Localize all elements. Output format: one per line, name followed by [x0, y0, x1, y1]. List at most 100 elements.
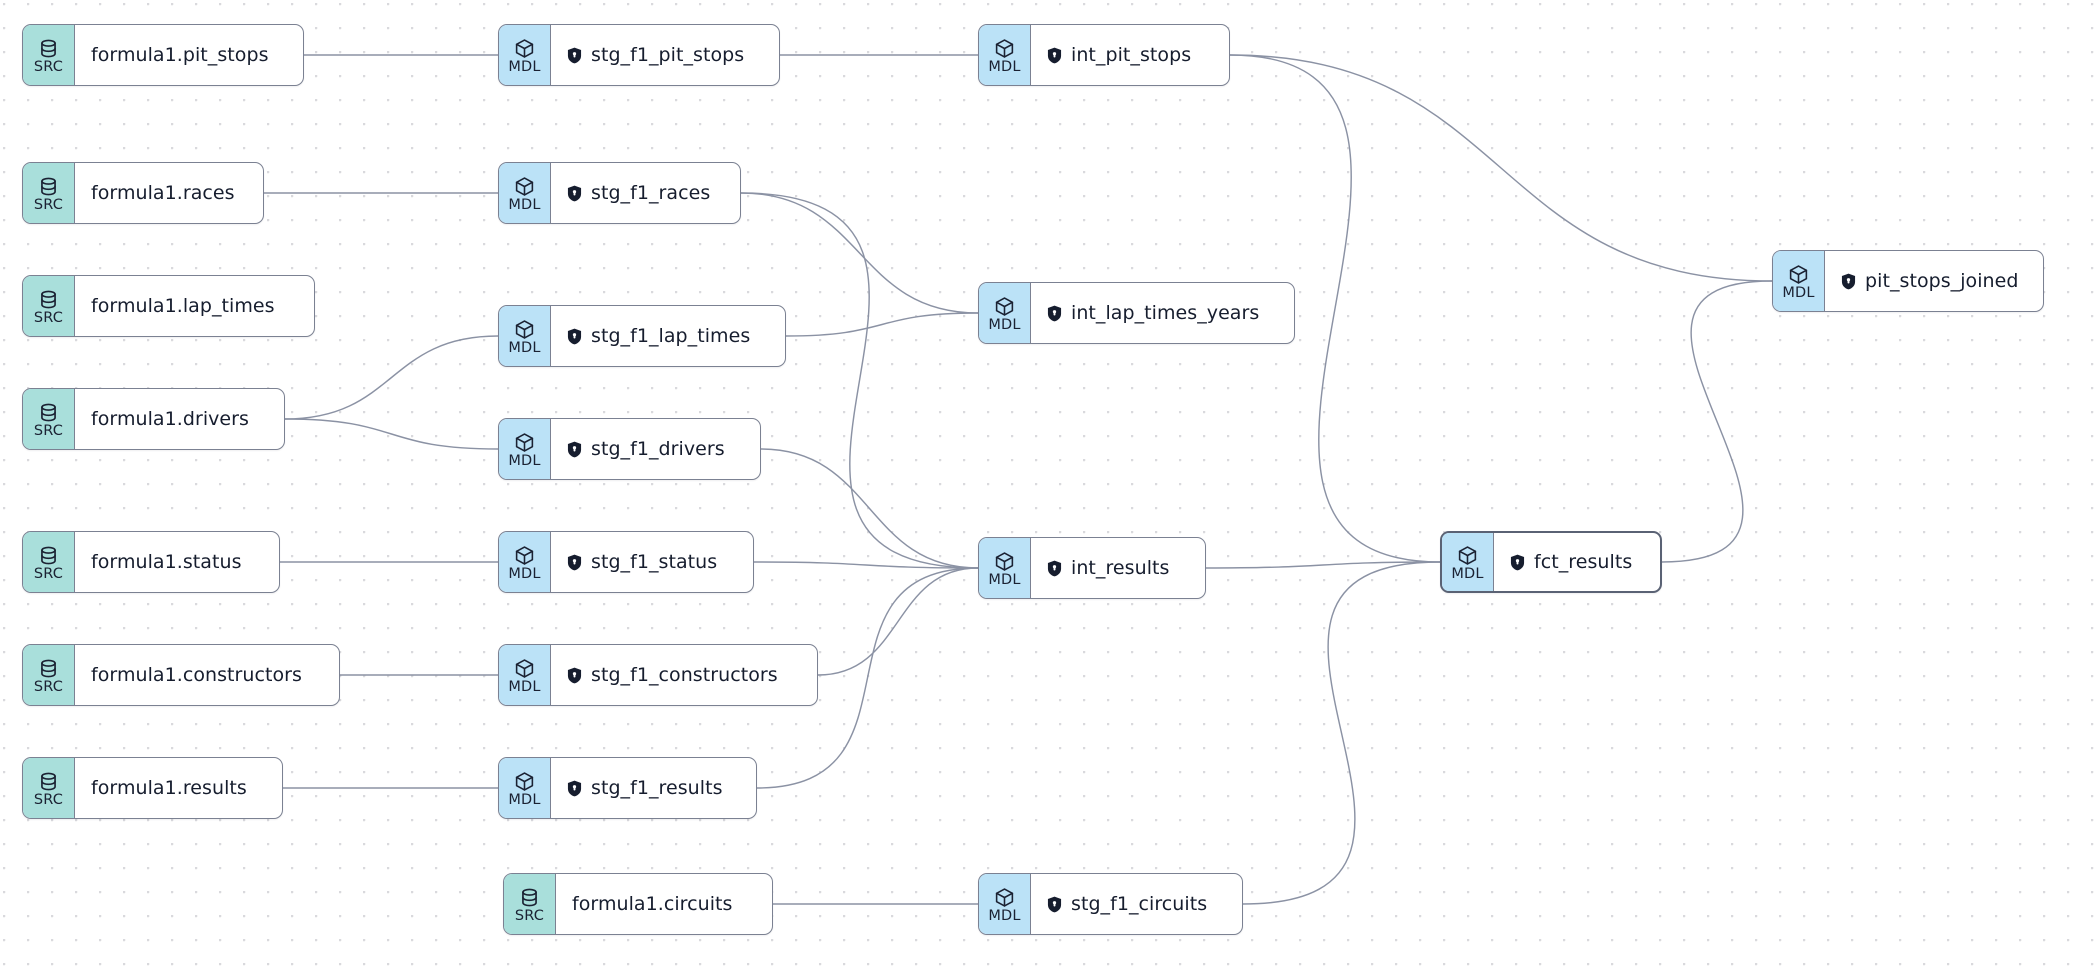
shield-icon [1047, 305, 1062, 322]
graph-node-src_lap_times[interactable]: SRC formula1.lap_times [22, 275, 315, 337]
node-label: stg_f1_status [591, 550, 718, 573]
graph-node-stg_lap_times[interactable]: MDL stg_f1_lap_times [498, 305, 786, 367]
node-label: formula1.circuits [572, 892, 733, 915]
node-body: stg_f1_pit_stops [551, 25, 779, 85]
node-body: formula1.constructors [75, 645, 339, 705]
cube-icon [514, 176, 535, 197]
cube-icon [994, 296, 1015, 317]
graph-edge-src_drivers-to-stg_lap_times[interactable] [284, 335, 499, 420]
graph-edge-stg_races-to-int_lap_times_years[interactable] [740, 192, 979, 314]
node-label: stg_f1_lap_times [591, 324, 751, 347]
cube-icon [514, 545, 535, 566]
graph-node-src_constructors[interactable]: SRC formula1.constructors [22, 644, 340, 706]
node-label: stg_f1_constructors [591, 663, 778, 686]
badge-label: SRC [33, 678, 64, 695]
graph-edge-stg_constructors-to-int_results[interactable] [817, 567, 979, 676]
graph-node-src_drivers[interactable]: SRC formula1.drivers [22, 388, 285, 450]
graph-edge-int_results-to-fct_results[interactable] [1205, 561, 1441, 569]
badge-label: MDL [508, 678, 541, 695]
shield-icon [567, 667, 582, 684]
graph-node-stg_constructors[interactable]: MDL stg_f1_constructors [498, 644, 818, 706]
source-badge: SRC [23, 389, 75, 449]
database-icon [38, 545, 59, 566]
model-badge: MDL [979, 538, 1031, 598]
node-label: pit_stops_joined [1865, 269, 2019, 292]
badge-label: SRC [33, 791, 64, 808]
shield-icon [567, 47, 582, 64]
node-label: stg_f1_drivers [591, 437, 725, 460]
cube-icon [994, 887, 1015, 908]
badge-label: SRC [33, 422, 64, 439]
database-icon [38, 658, 59, 679]
cube-icon [1788, 264, 1809, 285]
node-body: stg_f1_circuits [1031, 874, 1242, 934]
graph-edge-int_pit_stops-to-pit_stops_joined[interactable] [1229, 54, 1773, 282]
node-body: formula1.pit_stops [75, 25, 303, 85]
graph-node-src_circuits[interactable]: SRC formula1.circuits [503, 873, 773, 935]
graph-node-stg_drivers[interactable]: MDL stg_f1_drivers [498, 418, 761, 480]
graph-edge-stg_circuits-to-fct_results[interactable] [1242, 561, 1441, 905]
node-label: stg_f1_results [591, 776, 723, 799]
shield-icon [567, 780, 582, 797]
graph-edge-stg_drivers-to-int_results[interactable] [760, 448, 979, 569]
graph-edge-stg_status-to-int_results[interactable] [753, 561, 979, 569]
model-badge: MDL [1773, 251, 1825, 311]
badge-label: SRC [514, 907, 545, 924]
node-body: formula1.drivers [75, 389, 284, 449]
source-badge: SRC [23, 532, 75, 592]
node-label: fct_results [1534, 550, 1633, 573]
node-body: formula1.lap_times [75, 276, 314, 336]
node-label: formula1.lap_times [91, 294, 275, 317]
node-body: int_pit_stops [1031, 25, 1229, 85]
graph-edge-src_drivers-to-stg_drivers[interactable] [284, 418, 499, 450]
cube-icon [514, 38, 535, 59]
shield-icon [1047, 560, 1062, 577]
badge-label: MDL [508, 339, 541, 356]
model-badge: MDL [979, 283, 1031, 343]
model-badge: MDL [499, 419, 551, 479]
badge-label: MDL [508, 565, 541, 582]
node-body: stg_f1_status [551, 532, 753, 592]
graph-edge-fct_results-to-pit_stops_joined[interactable] [1661, 280, 1773, 563]
node-body: stg_f1_races [551, 163, 740, 223]
badge-label: SRC [33, 309, 64, 326]
graph-node-stg_status[interactable]: MDL stg_f1_status [498, 531, 754, 593]
node-body: int_lap_times_years [1031, 283, 1294, 343]
graph-node-pit_stops_joined[interactable]: MDL pit_stops_joined [1772, 250, 2044, 312]
source-badge: SRC [504, 874, 556, 934]
node-label: formula1.drivers [91, 407, 249, 430]
badge-label: MDL [988, 58, 1021, 75]
node-body: stg_f1_constructors [551, 645, 817, 705]
database-icon [519, 887, 540, 908]
node-body: formula1.circuits [556, 874, 772, 934]
graph-node-int_pit_stops[interactable]: MDL int_pit_stops [978, 24, 1230, 86]
cube-icon [514, 658, 535, 679]
badge-label: MDL [508, 452, 541, 469]
node-body: stg_f1_results [551, 758, 756, 818]
graph-node-stg_results[interactable]: MDL stg_f1_results [498, 757, 757, 819]
cube-icon [994, 551, 1015, 572]
node-label: formula1.constructors [91, 663, 302, 686]
node-body: stg_f1_lap_times [551, 306, 785, 366]
graph-edge-stg_races-to-int_results[interactable] [740, 192, 979, 569]
shield-icon [567, 185, 582, 202]
badge-label: MDL [988, 571, 1021, 588]
graph-edge-stg_lap_times-to-int_lap_times_years[interactable] [785, 312, 979, 337]
model-badge: MDL [499, 758, 551, 818]
source-badge: SRC [23, 163, 75, 223]
badge-label: MDL [1782, 284, 1815, 301]
node-label: stg_f1_circuits [1071, 892, 1208, 915]
cube-icon [994, 38, 1015, 59]
